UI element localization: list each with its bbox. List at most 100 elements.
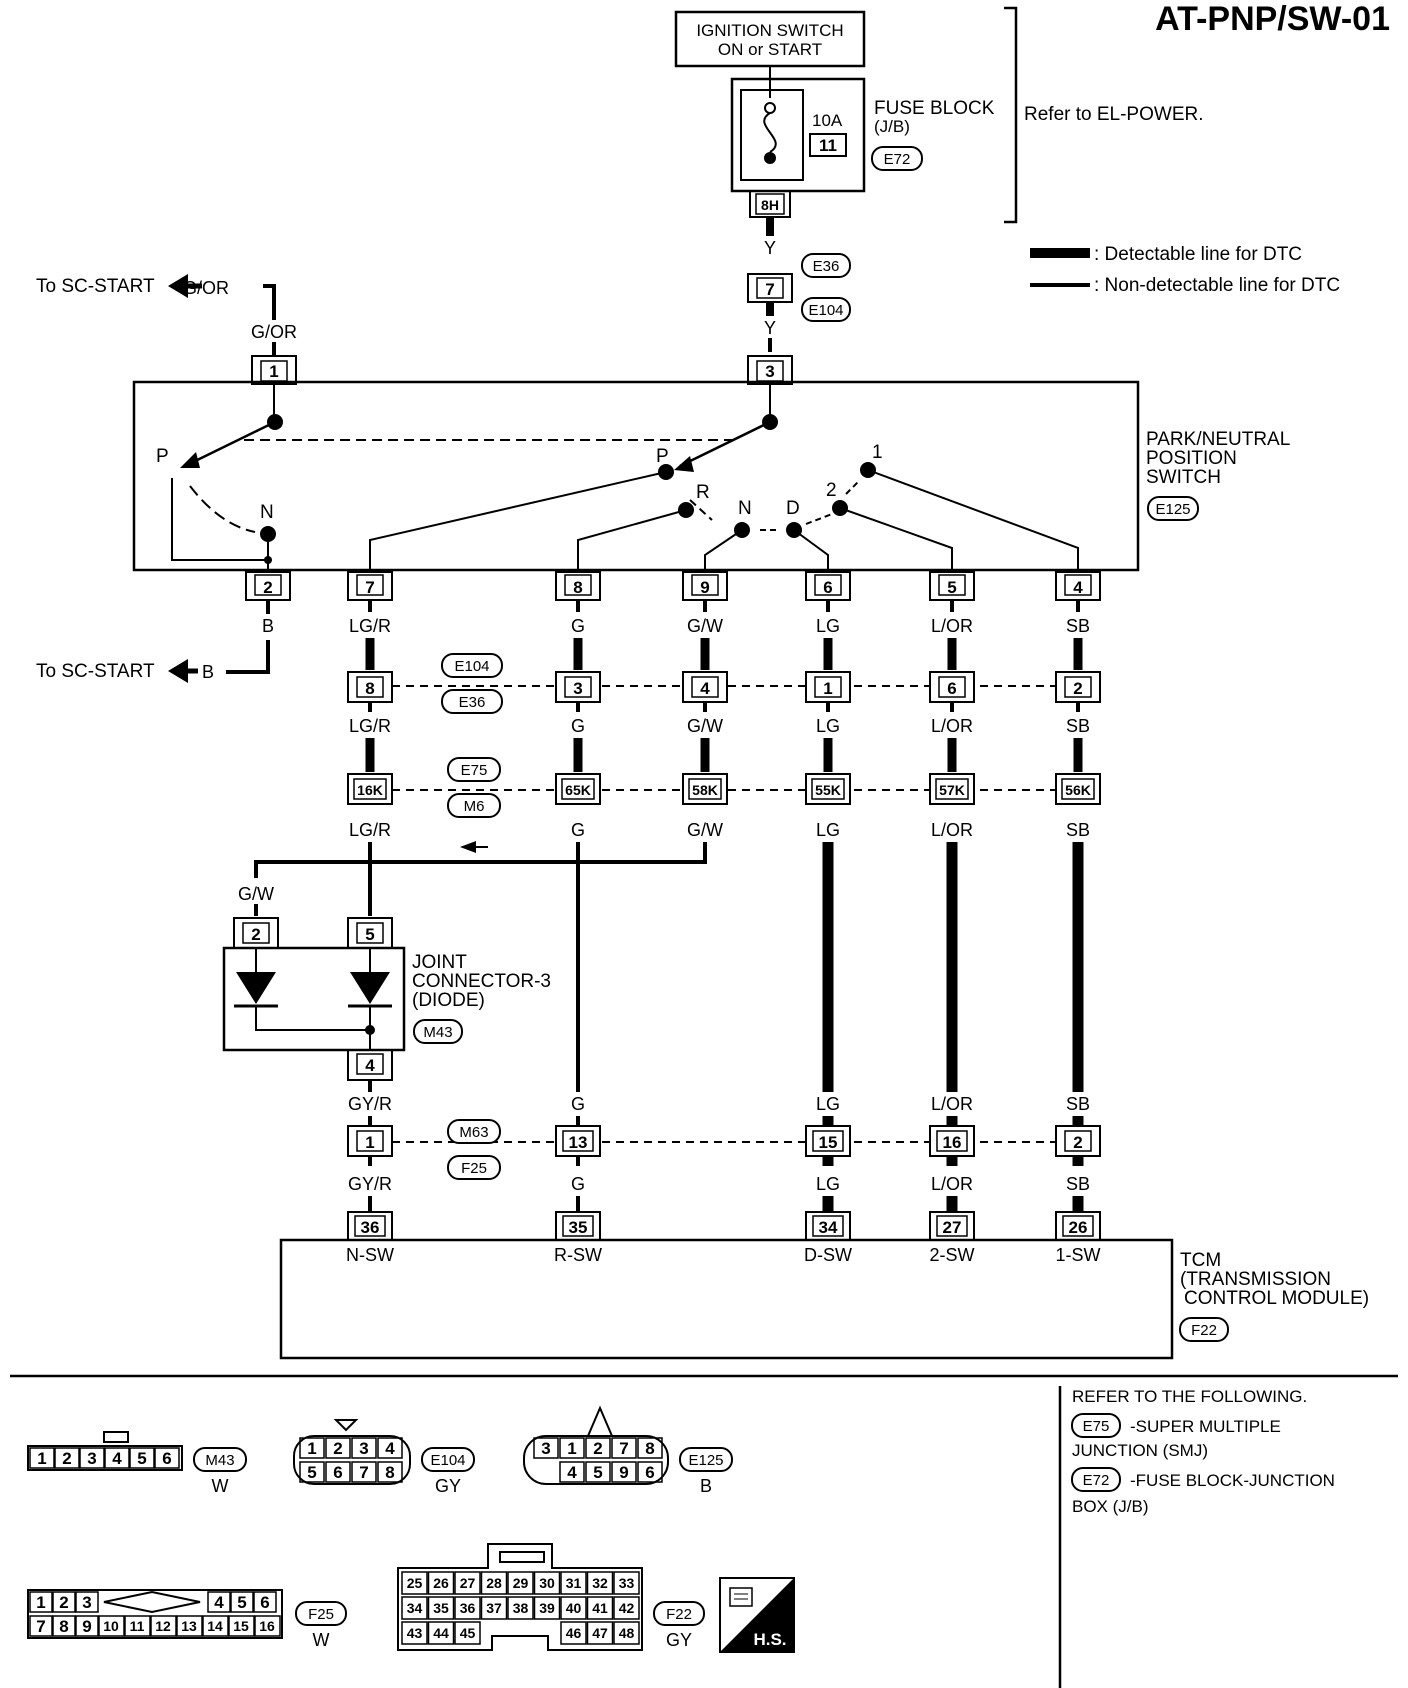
tcm-pin-36: 36 bbox=[361, 1218, 380, 1237]
e125-view-id: E125 bbox=[688, 1452, 723, 1469]
wire-color-b-2: B bbox=[202, 662, 214, 682]
e104-pin-2: 2 bbox=[1073, 679, 1082, 698]
wire-lgr-2: LG/R bbox=[349, 716, 391, 736]
e104-view-pin-7: 7 bbox=[359, 1463, 368, 1482]
fuse-block-connector-id: E72 bbox=[884, 151, 911, 168]
e104-pin-1: 1 bbox=[823, 679, 832, 698]
wire-gyr-2: GY/R bbox=[348, 1174, 392, 1194]
joint-pin-2: 2 bbox=[251, 925, 260, 944]
m43-view-pin-1: 1 bbox=[37, 1449, 46, 1468]
m63-pin-1: 1 bbox=[365, 1133, 374, 1152]
joint-pin-4: 4 bbox=[365, 1056, 375, 1075]
connector-row-e75-m6: E75 M6 16K 65K 58K 55K 57K 56K bbox=[347, 757, 1101, 818]
wire-lg-1: LG bbox=[816, 616, 840, 636]
fuse-block-label: FUSE BLOCK bbox=[874, 98, 995, 119]
e104-pin-8: 8 bbox=[365, 679, 374, 698]
wire-lg-5: LG bbox=[816, 1174, 840, 1194]
e125-view-pin-9: 9 bbox=[619, 1463, 628, 1482]
pnp-pin-8: 8 bbox=[573, 578, 582, 597]
f22-view-pin-28: 28 bbox=[486, 1575, 502, 1591]
pnp-label-r: R bbox=[696, 482, 710, 503]
refer-item2-text: -FUSE BLOCK-JUNCTION bbox=[1130, 1471, 1335, 1490]
connector-view-e125: 3 1 2 7 8 4 5 9 6 E125 B bbox=[523, 1405, 733, 1496]
f25-view-pin-7: 7 bbox=[36, 1617, 45, 1636]
legend-non-detectable: : Non-detectable line for DTC bbox=[1094, 275, 1340, 296]
refer-item1-text2: JUNCTION (SMJ) bbox=[1072, 1441, 1208, 1460]
pnp-label-1: 1 bbox=[872, 442, 883, 463]
wire-gw-joint: G/W bbox=[238, 884, 274, 904]
pnp-label-line2: POSITION bbox=[1146, 448, 1237, 469]
e125-view-color: B bbox=[700, 1476, 712, 1496]
wire-color-b-1: B bbox=[262, 616, 274, 636]
m43-view-id: M43 bbox=[205, 1452, 234, 1469]
wire-lor-5: L/OR bbox=[931, 1174, 973, 1194]
wire-lg-4: LG bbox=[816, 1094, 840, 1114]
f22-view-pin-48: 48 bbox=[619, 1625, 635, 1641]
connector-row-e104-e36: E104 E36 8 3 4 1 6 2 bbox=[347, 653, 1101, 714]
pnp-pin-7: 7 bbox=[365, 578, 374, 597]
diagram-title: AT-PNP/SW-01 bbox=[1155, 0, 1390, 38]
f22-view-pin-46: 46 bbox=[566, 1625, 582, 1641]
lower-column-wires: LG/R G G/W LG L/OR SB G/W bbox=[238, 820, 1090, 1092]
pnp-label-line1: PARK/NEUTRAL bbox=[1146, 429, 1290, 450]
f22-view-pin-31: 31 bbox=[566, 1575, 582, 1591]
m43-view-pin-6: 6 bbox=[162, 1449, 171, 1468]
joint-label-2: CONNECTOR-3 bbox=[412, 971, 551, 992]
f22-view-pin-43: 43 bbox=[407, 1625, 423, 1641]
fuse-block-jb-label: (J/B) bbox=[874, 117, 910, 136]
f22-view-pin-37: 37 bbox=[486, 1600, 502, 1616]
e104-pin-3: 3 bbox=[573, 679, 582, 698]
f25-view-color: W bbox=[313, 1630, 330, 1650]
joint-connector-3: 2 5 4 JOINT CONNECTOR-3 (DIODE) M43 bbox=[222, 917, 551, 1081]
e75-pin-65k: 65K bbox=[565, 782, 591, 798]
f25-view-pin-14: 14 bbox=[207, 1618, 223, 1634]
park-neutral-position-switch: 1 3 P N P R N D 2 bbox=[132, 355, 1290, 572]
f25-view-pin-10: 10 bbox=[103, 1618, 119, 1634]
e104-view-pin-8: 8 bbox=[385, 1463, 394, 1482]
tcm-pin-27: 27 bbox=[943, 1218, 962, 1237]
tcm-connector-id: F22 bbox=[1191, 1322, 1217, 1339]
e104-view-pin-1: 1 bbox=[307, 1439, 316, 1458]
e104-view-id: E104 bbox=[430, 1452, 465, 1469]
f22-view-pin-34: 34 bbox=[407, 1600, 423, 1616]
f25-view-pin-13: 13 bbox=[181, 1618, 197, 1634]
wire-color-y-1: Y bbox=[764, 238, 776, 258]
wire-sb-2: SB bbox=[1066, 716, 1090, 736]
upper-column-wires: LG/R G G/W LG L/OR SB bbox=[349, 600, 1090, 670]
diode-left-icon bbox=[236, 972, 276, 1004]
m63-pin-2: 2 bbox=[1073, 1133, 1082, 1152]
wire-g-4: G bbox=[571, 1094, 585, 1114]
joint-pin-5: 5 bbox=[365, 925, 374, 944]
e75-pin-55k: 55K bbox=[815, 782, 841, 798]
e125-view-pin-2: 2 bbox=[593, 1439, 602, 1458]
refer-following-panel: REFER TO THE FOLLOWING. E75 -SUPER MULTI… bbox=[1071, 1387, 1335, 1516]
pnp-pin-9: 9 bbox=[700, 578, 709, 597]
wire-g-1: G bbox=[571, 616, 585, 636]
pin-7-e36: 7 bbox=[765, 280, 774, 299]
f25-view-pin-12: 12 bbox=[155, 1618, 171, 1634]
tcm-label-rsw: R-SW bbox=[554, 1245, 602, 1265]
tcm-label-dsw: D-SW bbox=[804, 1245, 852, 1265]
connector-id-e104-row: E104 bbox=[454, 658, 489, 675]
tcm-label-2sw: 2-SW bbox=[930, 1245, 975, 1265]
tcm-title-3: CONTROL MODULE) bbox=[1184, 1288, 1369, 1309]
tcm-title: TCM bbox=[1180, 1250, 1221, 1271]
f22-view-pin-47: 47 bbox=[592, 1625, 608, 1641]
tcm-module: 36 35 34 27 26 N-SW R-SW D-SW 2-SW 1-SW … bbox=[279, 1211, 1369, 1360]
f25-view-pin-2: 2 bbox=[59, 1593, 68, 1612]
f22-view-pin-35: 35 bbox=[433, 1600, 449, 1616]
f22-view-pin-36: 36 bbox=[460, 1600, 476, 1616]
refer-item1-text: -SUPER MULTIPLE bbox=[1130, 1417, 1281, 1436]
pnp-label-d: D bbox=[786, 498, 800, 519]
m43-view-pin-3: 3 bbox=[87, 1449, 96, 1468]
tcm-pin-26: 26 bbox=[1069, 1218, 1088, 1237]
e125-view-pin-8: 8 bbox=[645, 1439, 654, 1458]
joint-label-1: JOINT bbox=[412, 952, 467, 973]
wire-gw-3: G/W bbox=[687, 820, 723, 840]
e125-view-pin-4: 4 bbox=[567, 1463, 577, 1482]
f22-view-pin-42: 42 bbox=[619, 1600, 635, 1616]
wire-gyr-1: GY/R bbox=[348, 1094, 392, 1114]
connector-row-m63-f25: GY/R G LG L/OR SB M63 F25 1 13 15 16 2 G… bbox=[347, 1080, 1101, 1212]
f25-view-pin-6: 6 bbox=[260, 1593, 269, 1612]
hs-badge: H.S. bbox=[719, 1577, 795, 1653]
